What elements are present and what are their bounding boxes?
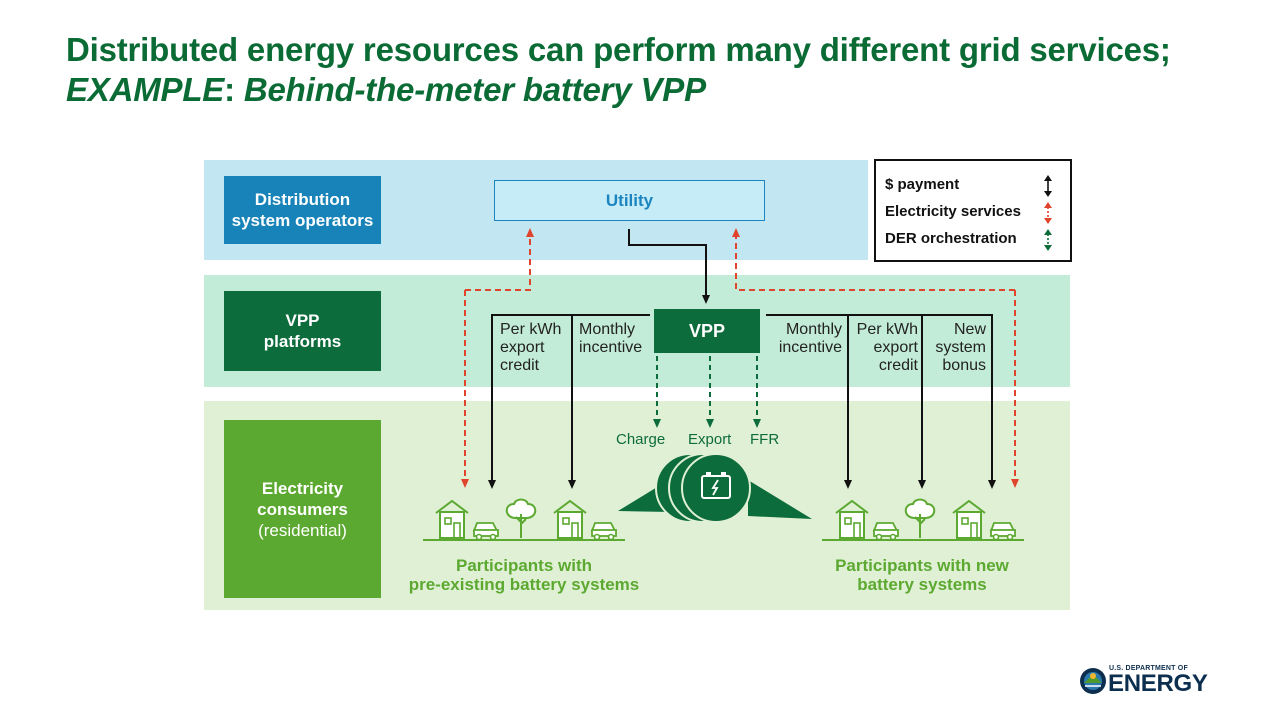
row-label-vpp: VPP platforms xyxy=(224,291,381,371)
electricity-services-right-arrow-up xyxy=(732,228,1015,291)
control-label-charge: Charge xyxy=(616,431,666,448)
doe-logo-small-text: U.S. DEPARTMENT OF xyxy=(1109,665,1188,672)
legend-label-electricity-services: Electricity services xyxy=(885,203,1021,220)
house-icon-right-2 xyxy=(952,500,986,539)
payment-arrow-incentive-right xyxy=(766,314,996,489)
flow-label-bonus: New system bonus xyxy=(926,321,986,375)
title-line-1: Distributed energy resources can perform… xyxy=(66,31,1171,68)
double-arrow-icon-der-orchestration xyxy=(1044,229,1052,251)
vpp-node: VPP xyxy=(654,309,760,353)
caption-preexisting-participants: Participants with pre-existing battery s… xyxy=(394,556,654,594)
flow-label-line: credit xyxy=(500,357,540,374)
caption-line: Participants with xyxy=(455,556,593,575)
doe-logo-big-text: ENERGY xyxy=(1108,670,1208,697)
electricity-services-left-arrow-up xyxy=(465,228,534,291)
house-icon-left-1 xyxy=(435,500,469,539)
row-label-dso: Distribution system operators xyxy=(224,176,381,244)
car-icon-left-2 xyxy=(591,522,617,541)
double-arrow-icon-payment xyxy=(1044,175,1052,197)
house-icon-left-2 xyxy=(553,500,587,539)
legend: $ payment Electricity services DER orche… xyxy=(874,159,1072,262)
flow-label-export-credit-right: Per kWh export credit xyxy=(850,321,918,375)
flow-label-line: system xyxy=(935,339,986,356)
car-icon-right-1 xyxy=(873,522,899,541)
payment-arrow-export-credit-left xyxy=(488,314,650,489)
title-example-text: Behind-the-meter battery VPP xyxy=(243,71,706,108)
caption-line: Participants with new xyxy=(835,556,1009,575)
row-label-vpp-line2: platforms xyxy=(263,332,342,351)
flow-label-line: Monthly xyxy=(579,321,636,338)
row-label-consumers-line1: Electricity xyxy=(261,478,344,498)
slide-title: Distributed energy resources can perform… xyxy=(66,30,1246,110)
row-label-consumers-line2: consumers xyxy=(257,499,348,519)
flow-label-incentive-right: Monthly incentive xyxy=(770,321,842,357)
flow-label-line: incentive xyxy=(778,339,842,356)
legend-label-der-orchestration: DER orchestration xyxy=(885,230,1017,247)
row-label-consumers: Electricity consumers (residential) xyxy=(224,420,381,598)
caption-line: battery systems xyxy=(857,575,987,594)
utility-to-vpp-arrow xyxy=(628,229,710,304)
control-label-export: Export xyxy=(688,431,732,448)
flow-label-line: Per kWh xyxy=(856,321,918,338)
doe-logo: U.S. DEPARTMENT OF ENERGY xyxy=(1079,664,1208,698)
row-label-dso-line2: system operators xyxy=(231,211,374,230)
flow-label-line: Per kWh xyxy=(500,321,562,338)
row-label-consumers-line3: (residential) xyxy=(258,520,347,540)
utility-node: Utility xyxy=(494,180,765,221)
car-icon-right-2 xyxy=(990,522,1016,541)
legend-item-payment: $ payment xyxy=(885,175,1070,202)
legend-label-payment: $ payment xyxy=(885,176,960,193)
flow-label-line: export xyxy=(500,339,545,356)
flow-label-line: credit xyxy=(878,357,918,374)
caption-line: pre-existing battery systems xyxy=(408,575,640,594)
tree-icon-right xyxy=(904,498,936,539)
double-arrow-icon-electricity-services xyxy=(1044,202,1052,224)
control-label-ffr: FFR xyxy=(750,431,780,448)
car-icon-left-1 xyxy=(473,522,499,541)
doe-seal-icon xyxy=(1080,668,1106,694)
caption-new-participants: Participants with new battery systems xyxy=(812,556,1032,594)
flow-label-line: Monthly xyxy=(785,321,842,338)
flow-label-line: incentive xyxy=(579,339,643,356)
row-label-dso-line1: Distribution xyxy=(254,190,351,209)
legend-item-der-orchestration: DER orchestration xyxy=(885,229,1070,256)
flow-label-line: export xyxy=(873,339,918,356)
flow-label-export-credit-left: Per kWh export credit xyxy=(500,321,561,375)
legend-item-electricity-services: Electricity services xyxy=(885,202,1070,229)
house-icon-right-1 xyxy=(835,500,869,539)
title-line-2: EXAMPLE: Behind-the-meter battery VPP xyxy=(66,70,1246,110)
flow-label-line: bonus xyxy=(942,357,986,374)
battery-stack-icon xyxy=(618,453,812,523)
title-example: EXAMPLE xyxy=(66,71,225,108)
tree-icon-left xyxy=(505,498,537,539)
flow-label-incentive-left: Monthly incentive xyxy=(579,321,642,357)
title-separator: : xyxy=(224,71,244,108)
flow-label-line: New xyxy=(953,321,986,338)
row-label-vpp-line1: VPP xyxy=(285,311,320,330)
